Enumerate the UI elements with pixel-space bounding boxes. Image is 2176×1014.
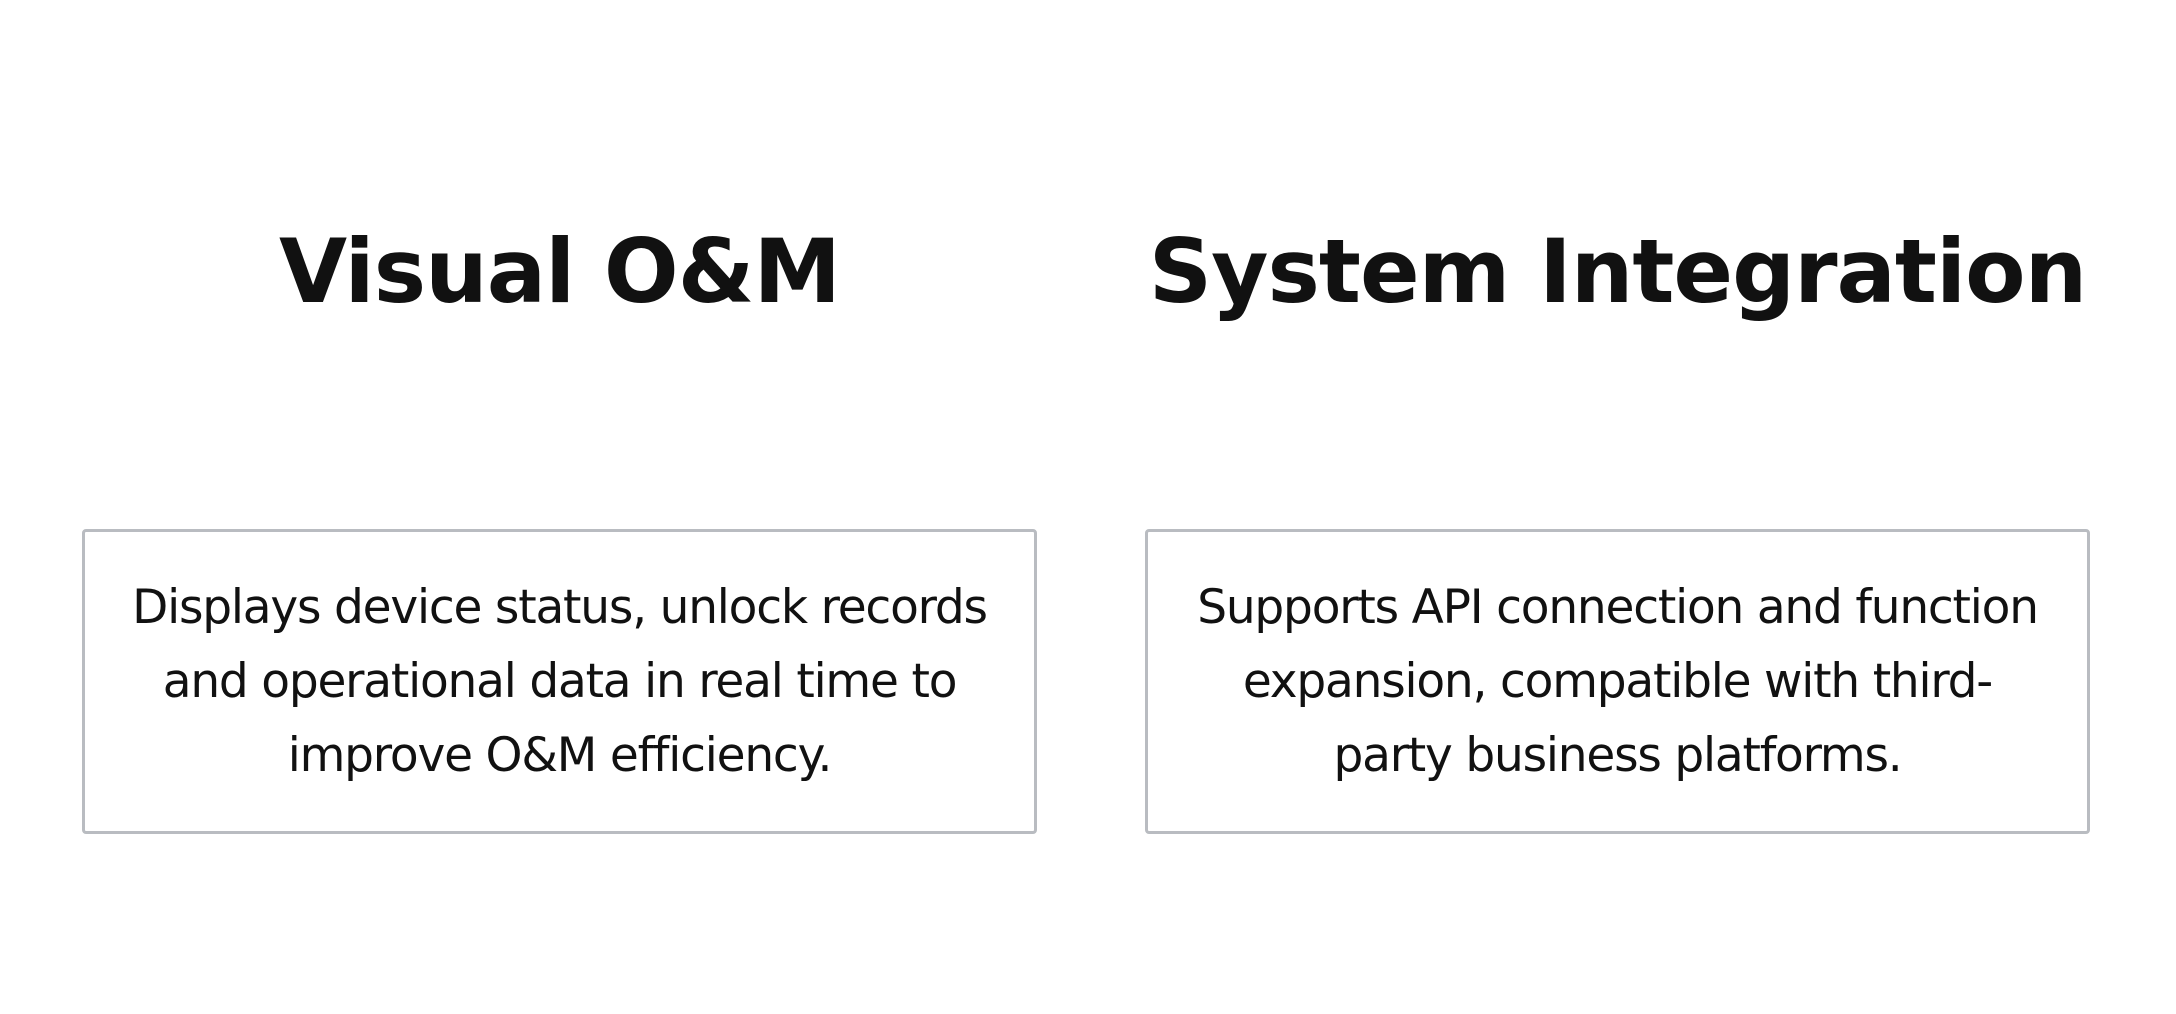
feature-title: Visual O&M — [278, 220, 841, 323]
feature-description: Supports API connection and function exp… — [1197, 571, 2039, 793]
description-line: Displays device status, unlock records — [132, 579, 988, 635]
feature-description: Displays device status, unlock records a… — [132, 571, 988, 793]
description-line: party business platforms. — [1333, 727, 1902, 783]
description-line: improve O&M efficiency. — [287, 727, 833, 783]
feature-title: System Integration — [1148, 220, 2087, 323]
description-line: expansion, compatible with third- — [1242, 653, 1993, 709]
description-line: and operational data in real time to — [162, 653, 958, 709]
feature-description-box: Displays device status, unlock records a… — [82, 529, 1037, 834]
feature-description-box: Supports API connection and function exp… — [1145, 529, 2090, 834]
description-line: Supports API connection and function — [1197, 579, 2039, 635]
